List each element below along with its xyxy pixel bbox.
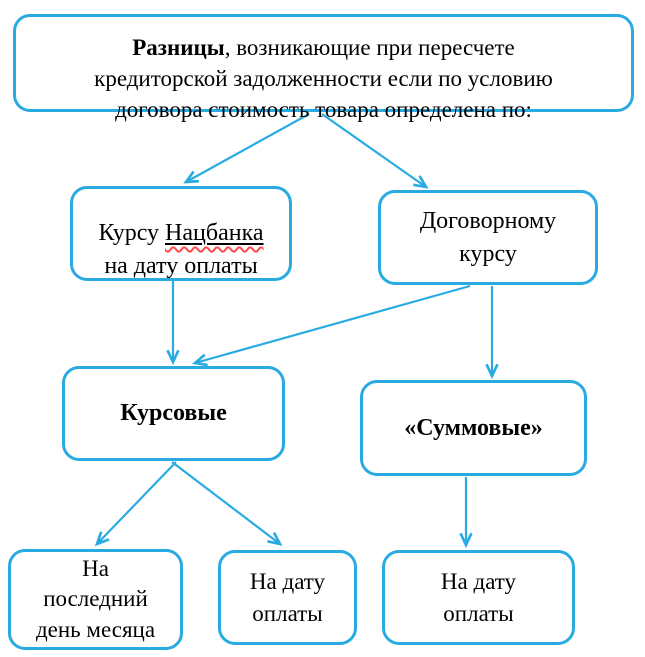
node-summovye: «Суммовые» <box>360 380 587 476</box>
node-natsbank-underlined-word: Нацбанка <box>165 220 264 247</box>
node-contract-text: Договорному курсу <box>419 207 557 267</box>
node-pay-date-1-text: На дату оплаты <box>249 569 326 626</box>
node-natsbank-suffix: на дату оплаты <box>104 252 258 279</box>
node-natsbank-text: Курсу Нацбанка на дату оплаты <box>98 185 263 283</box>
node-differences-title: Разницы, возникающие при пересчете креди… <box>13 14 634 122</box>
node-payment-date-summovye: На дату оплаты <box>382 550 575 645</box>
arrow-kursovye-to-pay-date <box>171 461 283 546</box>
node-kursovye: Курсовые <box>62 366 285 461</box>
node-natsbank-rate: Курсу Нацбанка на дату оплаты <box>70 186 292 281</box>
node-root-text: Разницы, возникающие при пересчете креди… <box>94 0 553 125</box>
node-summovye-text: «Суммовые» <box>404 414 543 441</box>
node-natsbank-prefix: Курсу <box>98 220 166 247</box>
arrow-root-to-contract <box>321 113 429 189</box>
node-last-day-text: На последний день месяца <box>35 555 156 642</box>
node-contract-rate: Договорному курсу <box>378 190 598 285</box>
spellcheck-wavy-underline: Нацбанка <box>165 220 263 246</box>
arrow-kursovye-to-last-day <box>94 461 177 547</box>
node-kursovye-text: Курсовые <box>120 400 227 427</box>
node-pay-date-2-text: На дату оплаты <box>440 569 517 626</box>
node-payment-date-kursovye: На дату оплаты <box>218 550 357 645</box>
node-root-bold-word: Разницы <box>132 34 225 60</box>
arrow-root-to-natsbank <box>183 113 310 184</box>
node-root-rest-text: , возникающие при пересчете кредиторской… <box>94 34 553 123</box>
node-last-day-of-month: На последний день месяца <box>8 549 183 650</box>
arrow-contract-to-kursovye <box>191 284 471 367</box>
